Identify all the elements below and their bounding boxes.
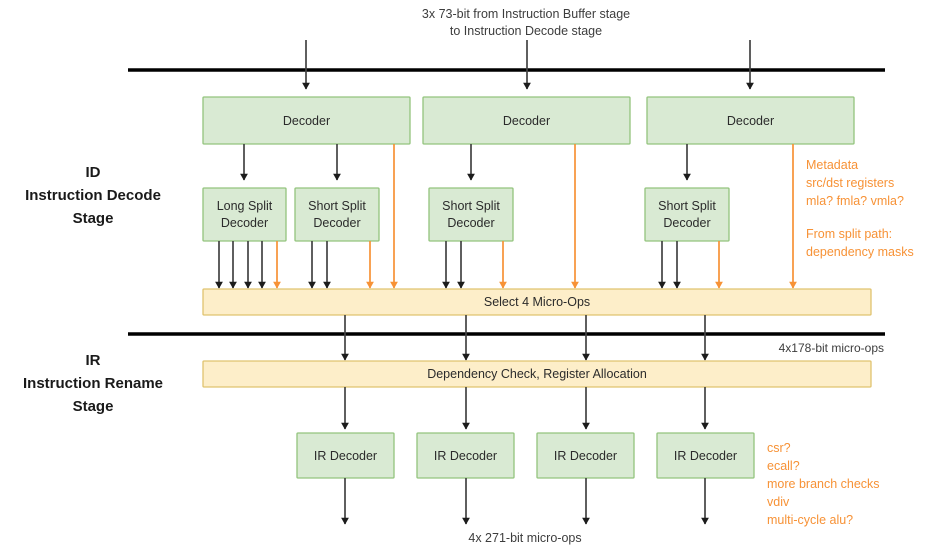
short-split-decoder-1[interactable]: Short Split Decoder <box>294 187 380 242</box>
stage-id-abbr: ID <box>86 164 101 181</box>
header-line-1: 3x 73-bit from Instruction Buffer stage <box>422 7 630 21</box>
long-split-decoder-label-2: Decoder <box>221 216 268 230</box>
short-split-decoder-3[interactable]: Short Split Decoder <box>644 187 730 242</box>
annotation-metadata-line-2: src/dst registers <box>806 176 894 190</box>
stage-id-name: Instruction Decode <box>25 187 161 204</box>
dependency-check-label: Dependency Check, Register Allocation <box>427 367 647 381</box>
annotation-split-path-line-2: dependency masks <box>806 245 914 259</box>
decoder-1[interactable]: Decoder <box>202 96 411 145</box>
header-line-2: to Instruction Decode stage <box>450 24 602 38</box>
short-split-decoder-2[interactable]: Short Split Decoder <box>428 187 514 242</box>
annotation-ir-note-4: vdiv <box>767 495 790 509</box>
ir-decoder-4-label: IR Decoder <box>674 449 737 463</box>
annotation-ir-note-2: ecall? <box>767 459 800 473</box>
select-micro-ops-bar[interactable]: Select 4 Micro-Ops <box>202 288 872 316</box>
annotation-ir-note-3: more branch checks <box>767 477 880 491</box>
stage-ir-suffix: Stage <box>73 398 114 415</box>
long-split-decoder-label-1: Long Split <box>217 199 273 213</box>
annotation-metadata-line-1: Metadata <box>806 158 858 172</box>
short-split-decoder-3-label-2: Decoder <box>663 216 710 230</box>
short-split-decoder-2-label-1: Short Split <box>442 199 500 213</box>
ir-decoder-3[interactable]: IR Decoder <box>536 432 635 479</box>
annotation-metadata: Metadata src/dst registers mla? fmla? vm… <box>806 158 904 208</box>
annotation-split-path-line-1: From split path: <box>806 227 892 241</box>
ir-decoder-2[interactable]: IR Decoder <box>416 432 515 479</box>
short-split-decoder-2-label-2: Decoder <box>447 216 494 230</box>
bus-label-271bit: 4x 271-bit micro-ops <box>468 531 581 545</box>
ir-decoder-4[interactable]: IR Decoder <box>656 432 755 479</box>
long-split-decoder[interactable]: Long Split Decoder <box>202 187 287 242</box>
decoder-3-label: Decoder <box>727 114 774 128</box>
stage-ir-name: Instruction Rename <box>23 375 163 392</box>
annotation-ir-notes: csr? ecall? more branch checks vdiv mult… <box>767 441 880 527</box>
decoder-2[interactable]: Decoder <box>422 96 631 145</box>
annotation-ir-note-1: csr? <box>767 441 791 455</box>
decoder-2-label: Decoder <box>503 114 550 128</box>
short-split-decoder-1-label-1: Short Split <box>308 199 366 213</box>
annotation-metadata-line-3: mla? fmla? vmla? <box>806 194 904 208</box>
stage-ir-abbr: IR <box>86 352 101 369</box>
stage-label-id: ID Instruction Decode Stage <box>25 164 161 227</box>
ir-decoder-3-label: IR Decoder <box>554 449 617 463</box>
short-split-decoder-1-label-2: Decoder <box>313 216 360 230</box>
annotation-split-path: From split path: dependency masks <box>806 227 914 259</box>
dependency-check-bar[interactable]: Dependency Check, Register Allocation <box>202 360 872 388</box>
ir-decoder-2-label: IR Decoder <box>434 449 497 463</box>
bus-label-178bit: 4x178-bit micro-ops <box>779 341 884 355</box>
stage-id-suffix: Stage <box>73 210 114 227</box>
stage-label-ir: IR Instruction Rename Stage <box>23 352 163 415</box>
ir-decoder-1[interactable]: IR Decoder <box>296 432 395 479</box>
annotation-ir-note-5: multi-cycle alu? <box>767 513 853 527</box>
ir-decoder-1-label: IR Decoder <box>314 449 377 463</box>
decoder-1-label: Decoder <box>283 114 330 128</box>
short-split-decoder-3-label-1: Short Split <box>658 199 716 213</box>
decoder-3[interactable]: Decoder <box>646 96 855 145</box>
select-micro-ops-label: Select 4 Micro-Ops <box>484 295 590 309</box>
